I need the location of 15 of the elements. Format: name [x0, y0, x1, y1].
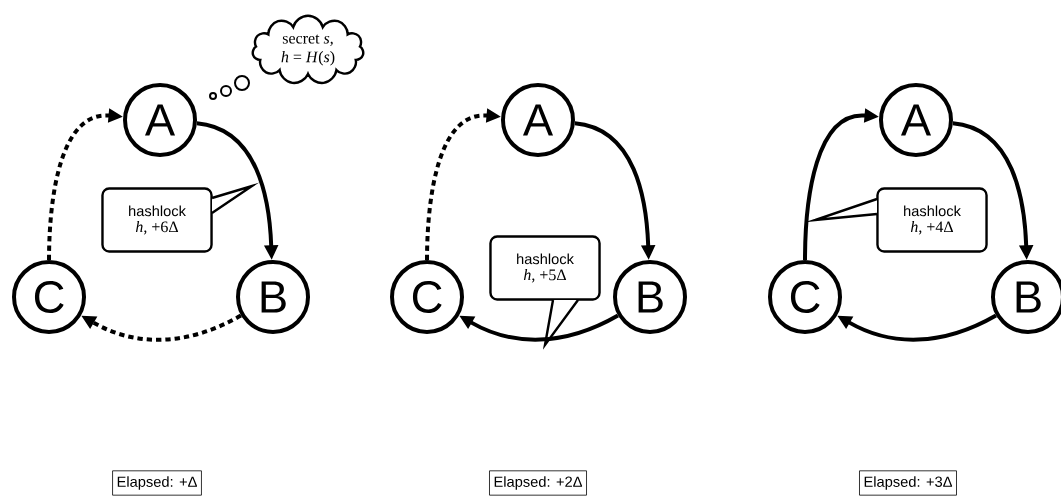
speech-bubble: hashlock h, +5Δ: [489, 235, 601, 350]
speech-bubble: hashlock h, +6Δ: [101, 182, 260, 253]
circle-node: B: [236, 260, 310, 334]
circle-node: A: [879, 83, 953, 157]
circle-node: C: [390, 260, 464, 334]
thought-bubble: secret s, h = H(s): [209, 14, 365, 100]
circle-node: A: [501, 83, 575, 157]
time-label-box: Elapsed: +3Δ: [859, 470, 957, 496]
time-label-box: Elapsed: +2Δ: [489, 470, 587, 496]
speech-bubble: hashlock h, +4Δ: [804, 187, 988, 253]
circle-node: A: [123, 83, 197, 157]
time-label-box: Elapsed: +Δ: [112, 470, 202, 496]
circle-node: B: [613, 260, 687, 334]
circle-node: C: [768, 260, 842, 334]
circle-node: C: [12, 260, 86, 334]
